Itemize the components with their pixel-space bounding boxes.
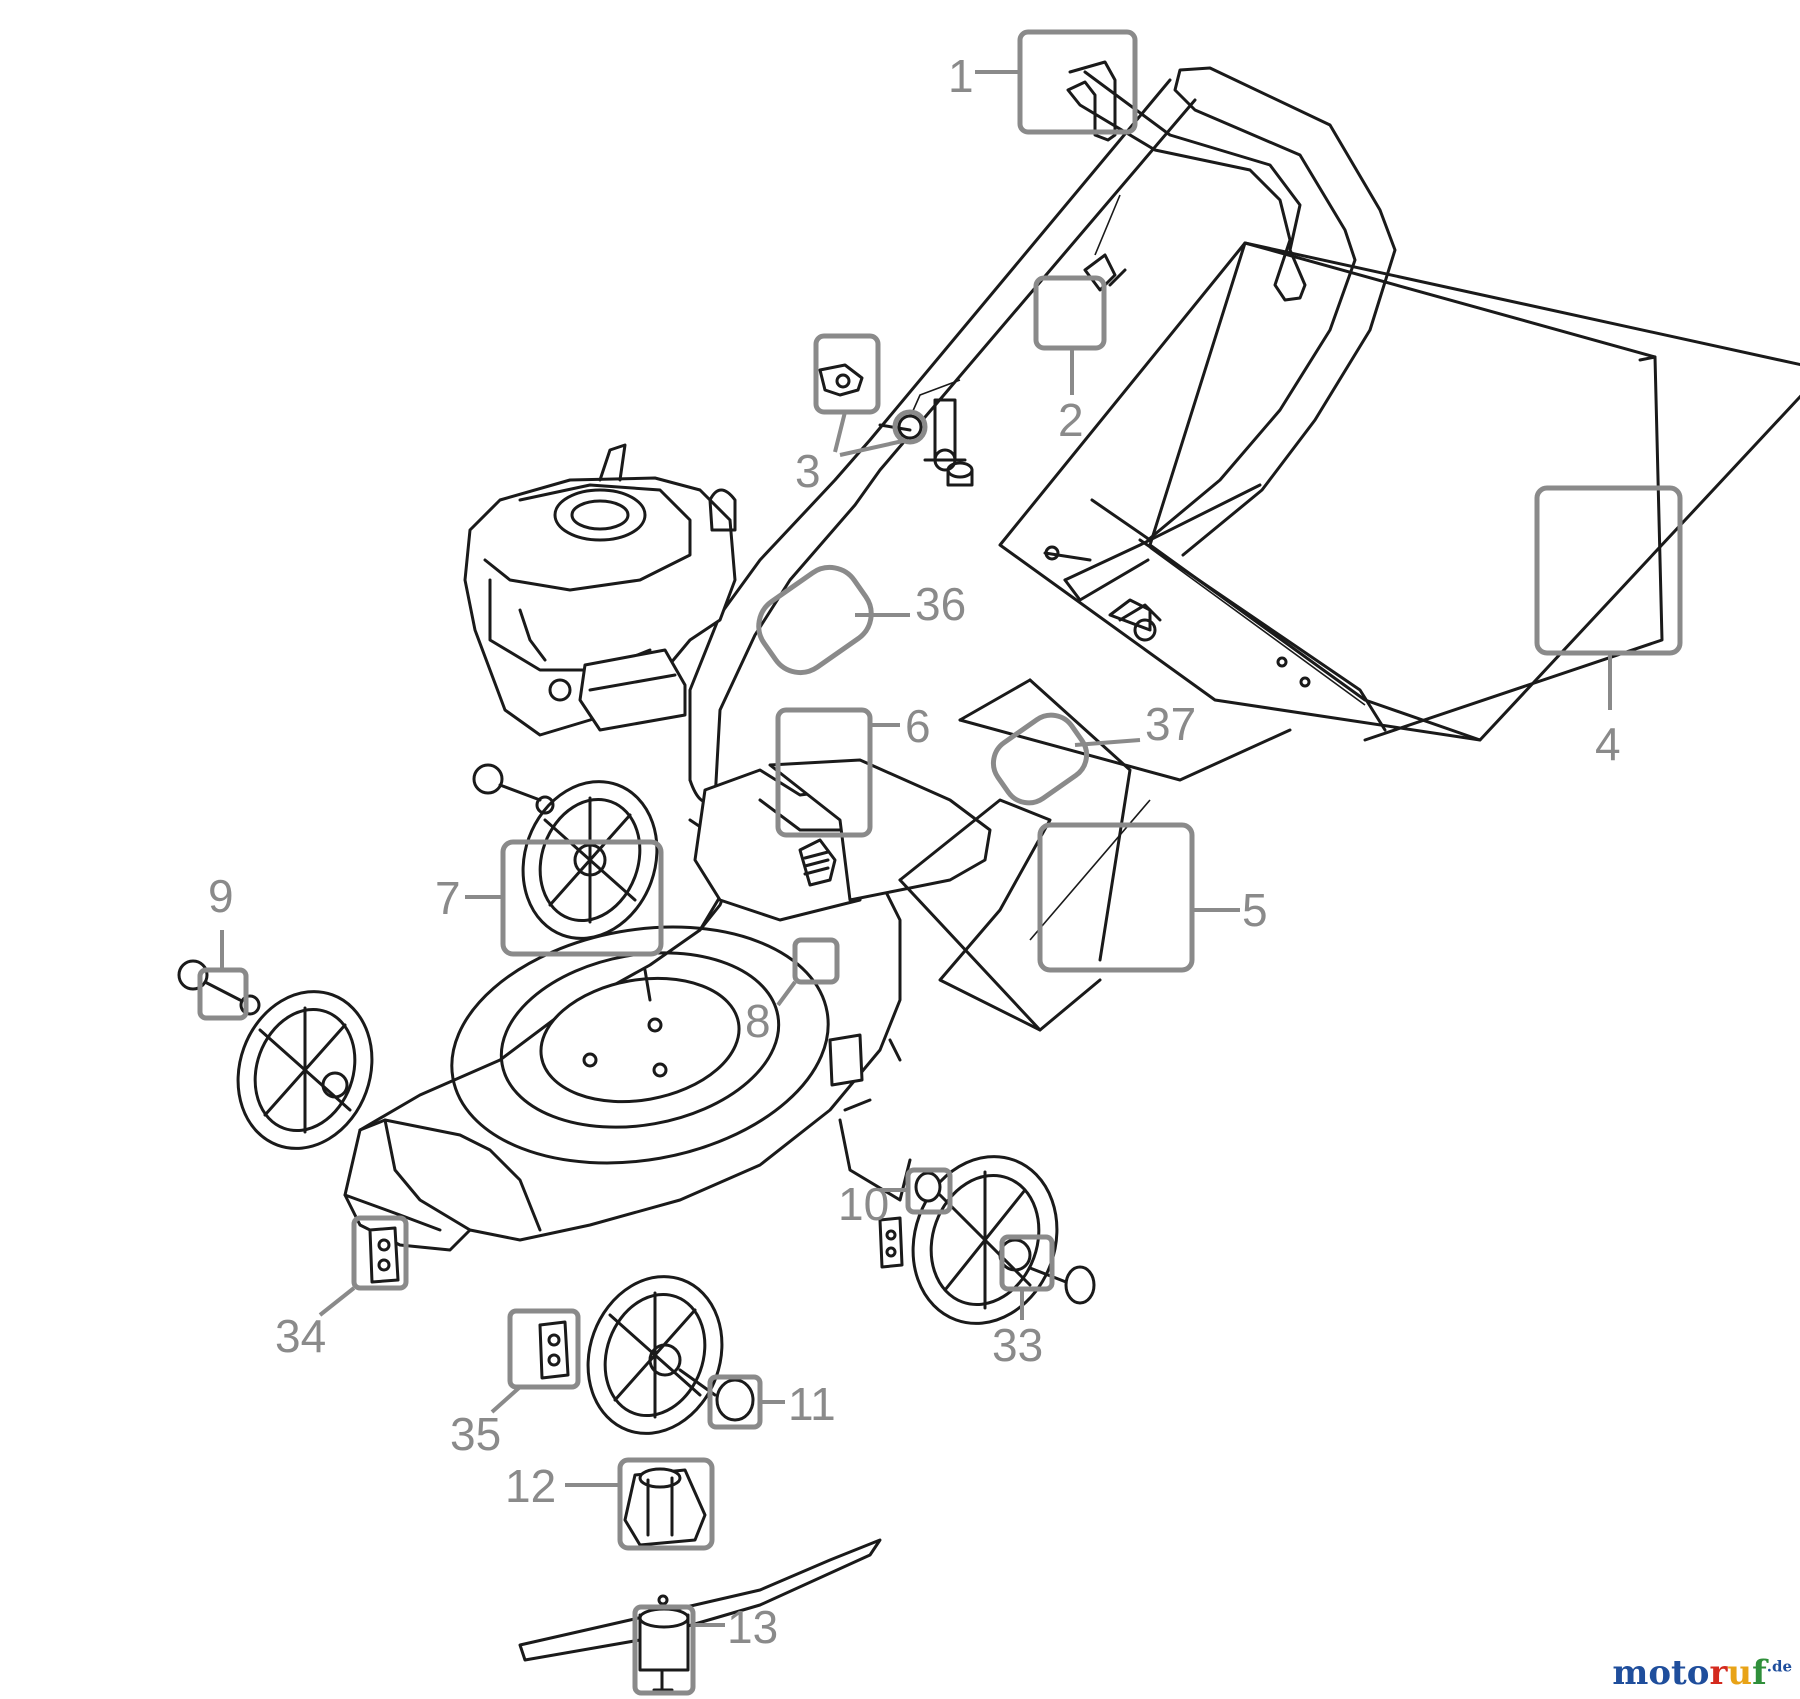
logo-letter: u	[1727, 1653, 1753, 1693]
callout-label-13: 13	[727, 1601, 778, 1653]
callout-3: 3	[795, 333, 928, 497]
logo-letter: r	[1709, 1653, 1728, 1693]
callout-label-34: 34	[275, 1310, 326, 1362]
callout-12: 12	[505, 1457, 715, 1551]
callout-36: 36	[756, 564, 966, 676]
rear-wheel-far	[177, 959, 374, 1150]
callout-label-7: 7	[435, 872, 461, 924]
grass-catcher-bag	[998, 241, 1800, 742]
logo-suffix: .de	[1766, 1657, 1792, 1676]
logo-letter: o	[1686, 1653, 1710, 1693]
callout-1: 1	[948, 29, 1138, 135]
callout-2: 2	[1033, 275, 1107, 446]
logo-letter: m	[1612, 1653, 1649, 1693]
callout-9: 9	[197, 870, 249, 1021]
logo-letter: o	[1648, 1653, 1672, 1693]
line-art	[177, 60, 1800, 1692]
callout-label-35: 35	[450, 1408, 501, 1460]
callouts: 1 2 3 4 5	[197, 29, 1683, 1696]
handle-knob	[818, 363, 923, 440]
callout-6: 6	[775, 700, 931, 838]
rear-guard	[693, 758, 992, 922]
rear-flap-frame	[898, 598, 1292, 1032]
callout-5: 5	[1037, 822, 1268, 973]
callout-label-2: 2	[1058, 394, 1084, 446]
callout-label-33: 33	[992, 1319, 1043, 1371]
blade-assembly	[518, 1467, 882, 1692]
callout-label-10: 10	[838, 1178, 889, 1230]
callout-35: 35	[450, 1308, 581, 1460]
callout-label-9: 9	[208, 870, 234, 922]
callout-label-5: 5	[1242, 884, 1268, 936]
callout-10: 10	[838, 1167, 953, 1230]
lower-handle	[688, 78, 1197, 804]
callout-label-11: 11	[788, 1378, 836, 1430]
logo-letter: f	[1752, 1653, 1767, 1693]
front-wheel-left	[586, 1275, 755, 1435]
callout-label-12: 12	[505, 1460, 556, 1512]
front-wheel-right	[911, 1155, 1096, 1325]
callout-4: 4	[1534, 485, 1683, 770]
upper-handle	[1043, 66, 1397, 602]
motoruf-logo: motoruf.de	[1612, 1653, 1792, 1693]
callout-13: 13	[632, 1601, 778, 1696]
callout-7: 7	[435, 839, 664, 957]
callout-33: 33	[992, 1234, 1055, 1371]
callout-label-4: 4	[1595, 718, 1621, 770]
bail-lever	[1066, 60, 1307, 302]
callout-label-8: 8	[745, 995, 771, 1047]
callout-label-1: 1	[948, 50, 974, 102]
height-adjusters	[368, 1033, 912, 1380]
logo-letter: t	[1671, 1653, 1687, 1693]
callout-label-6: 6	[905, 700, 931, 752]
callout-37: 37	[990, 698, 1196, 806]
callout-label-37: 37	[1145, 698, 1196, 750]
callout-label-36: 36	[915, 578, 966, 630]
mower-deck	[343, 818, 902, 1252]
engine	[463, 443, 737, 737]
callout-34: 34	[275, 1215, 409, 1362]
callout-8: 8	[745, 937, 840, 1047]
callout-11: 11	[707, 1374, 836, 1430]
callout-label-3: 3	[795, 445, 821, 497]
